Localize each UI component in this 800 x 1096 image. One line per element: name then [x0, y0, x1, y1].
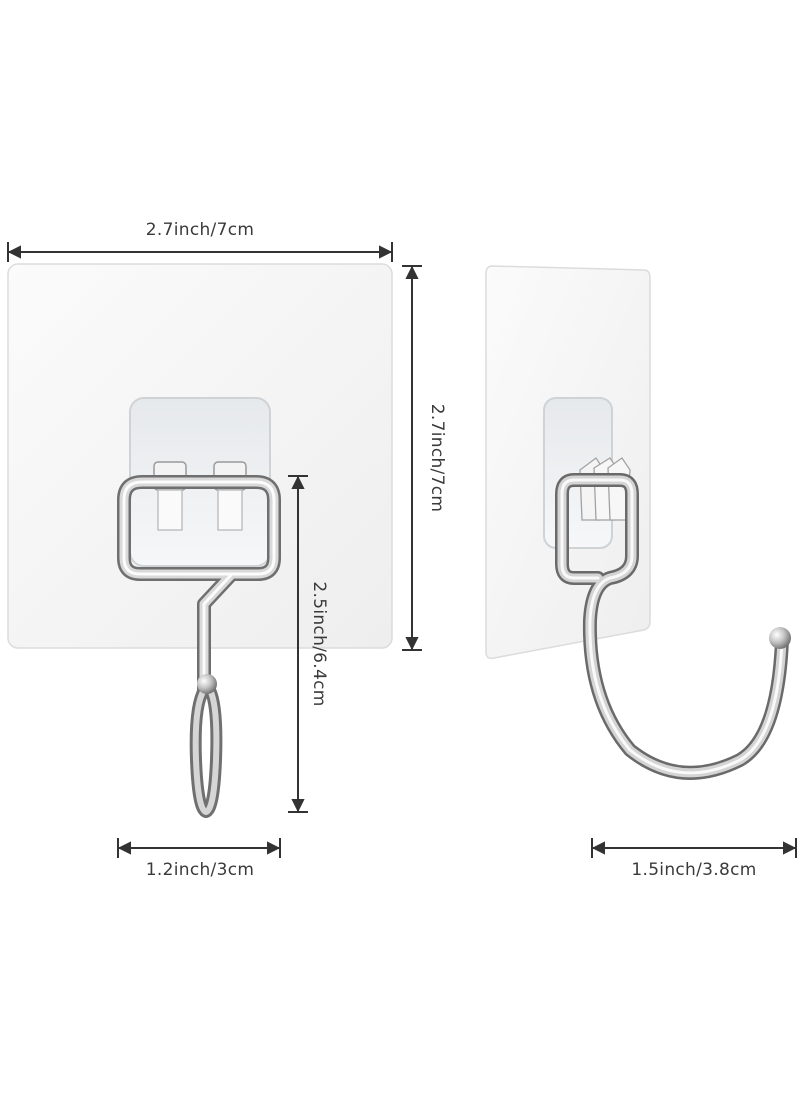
- front-clip-left: [153, 461, 187, 531]
- side-view-hook: [485, 265, 791, 780]
- label-side-hook-depth: 1.5inch/3.8cm: [631, 860, 756, 880]
- dimension-front-hook-width-line: [117, 838, 281, 858]
- dimension-pad-height-line: [402, 265, 422, 651]
- front-hook-ball: [197, 674, 217, 694]
- label-front-pad-width: 2.7inch/7cm: [146, 220, 254, 240]
- front-view-hook: [7, 263, 393, 818]
- dimension-front-pad-width-line: [7, 242, 393, 262]
- side-hook-ball: [769, 627, 791, 649]
- side-chrome-hook: [555, 473, 789, 780]
- label-front-hook-width: 1.2inch/3cm: [146, 860, 254, 880]
- label-pad-height: 2.7inch/7cm: [427, 404, 447, 512]
- dimension-side-hook-depth-line: [591, 838, 797, 858]
- dimension-hook-length-line: [288, 475, 308, 813]
- front-clip-right: [213, 461, 247, 531]
- front-chrome-hook: [117, 475, 281, 818]
- label-hook-length: 2.5inch/6.4cm: [309, 581, 329, 706]
- side-clips: [579, 457, 631, 521]
